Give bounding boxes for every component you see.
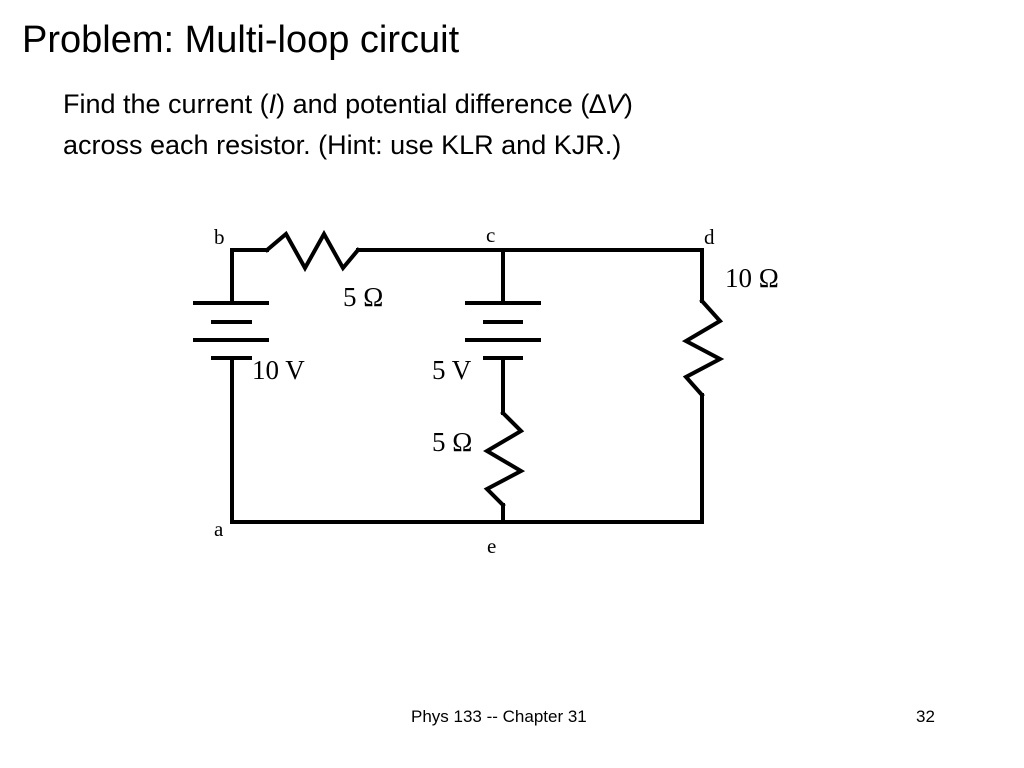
resistor-d-label: 10 Ω xyxy=(725,263,779,293)
node-label-e: e xyxy=(487,534,496,558)
resistor-middle-label: 5 Ω xyxy=(432,427,472,457)
node-label-c: c xyxy=(486,223,495,247)
battery-left-label: 10 V xyxy=(252,355,305,385)
node-label-d: d xyxy=(704,225,715,249)
delta-symbol: ∆ xyxy=(589,89,606,119)
voltage-symbol: V xyxy=(605,89,624,119)
battery-middle-label: 5 V xyxy=(432,355,472,385)
resistor-bc-label: 5 Ω xyxy=(343,282,383,312)
prompt-line-1: Find the current (I) and potential diffe… xyxy=(63,84,633,125)
node-label-a: a xyxy=(214,517,224,541)
footer-page-number: 32 xyxy=(916,707,935,726)
slide-title: Problem: Multi-loop circuit xyxy=(22,19,460,61)
prompt-text-part-3: ) xyxy=(623,89,633,119)
prompt-text-part-1: Find the current ( xyxy=(63,89,269,119)
resistor-bc-zigzag xyxy=(264,229,361,273)
resistor-d-zigzag xyxy=(681,298,725,398)
resistor-middle-zigzag xyxy=(483,410,526,508)
prompt-text-part-2: ) and potential difference ( xyxy=(276,89,590,119)
current-symbol: I xyxy=(268,89,277,119)
problem-prompt: Find the current (I) and potential diffe… xyxy=(63,84,633,166)
node-label-b: b xyxy=(214,225,225,249)
prompt-line-2: across each resistor. (Hint: use KLR and… xyxy=(63,130,622,160)
footer-course: Phys 133 -- Chapter 31 xyxy=(411,707,587,726)
